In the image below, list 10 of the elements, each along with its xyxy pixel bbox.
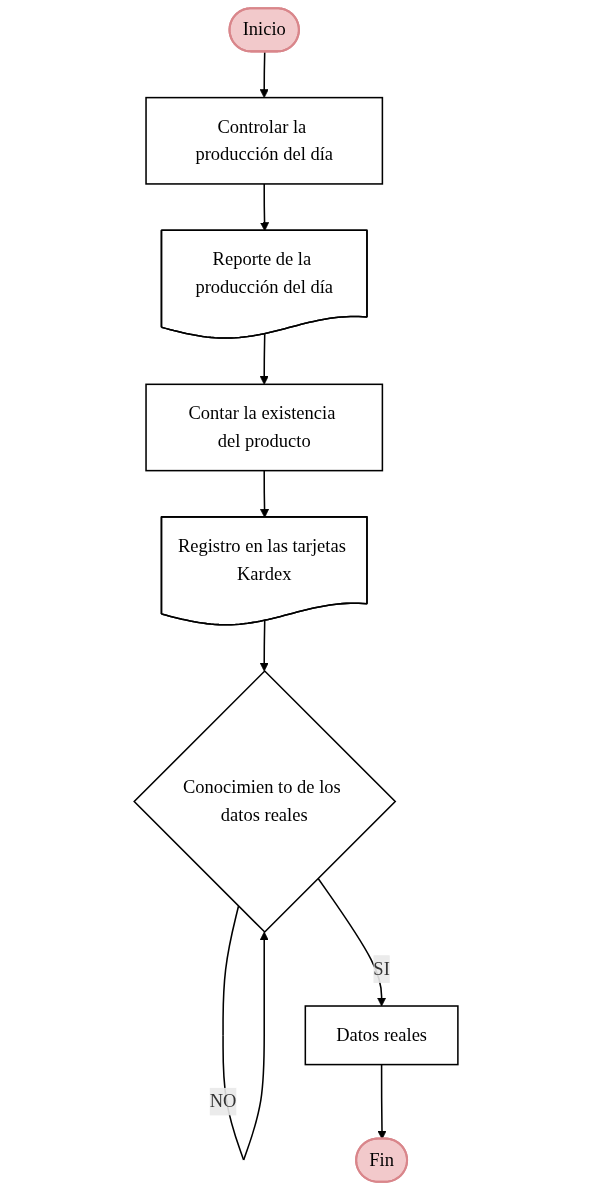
node-box: Datos reales <box>304 1005 459 1066</box>
arrow <box>259 620 269 672</box>
arrow <box>259 51 269 99</box>
node-box: Controlar la producción del día <box>145 96 384 185</box>
node-box: Contar la existencia del producto <box>145 383 384 472</box>
edge-label: NO <box>209 1090 237 1112</box>
arrow <box>259 333 269 385</box>
node-diamond: Conocimien to de los datos reales <box>133 669 397 934</box>
edge-label: SI <box>373 958 390 979</box>
arrow <box>317 877 387 1007</box>
